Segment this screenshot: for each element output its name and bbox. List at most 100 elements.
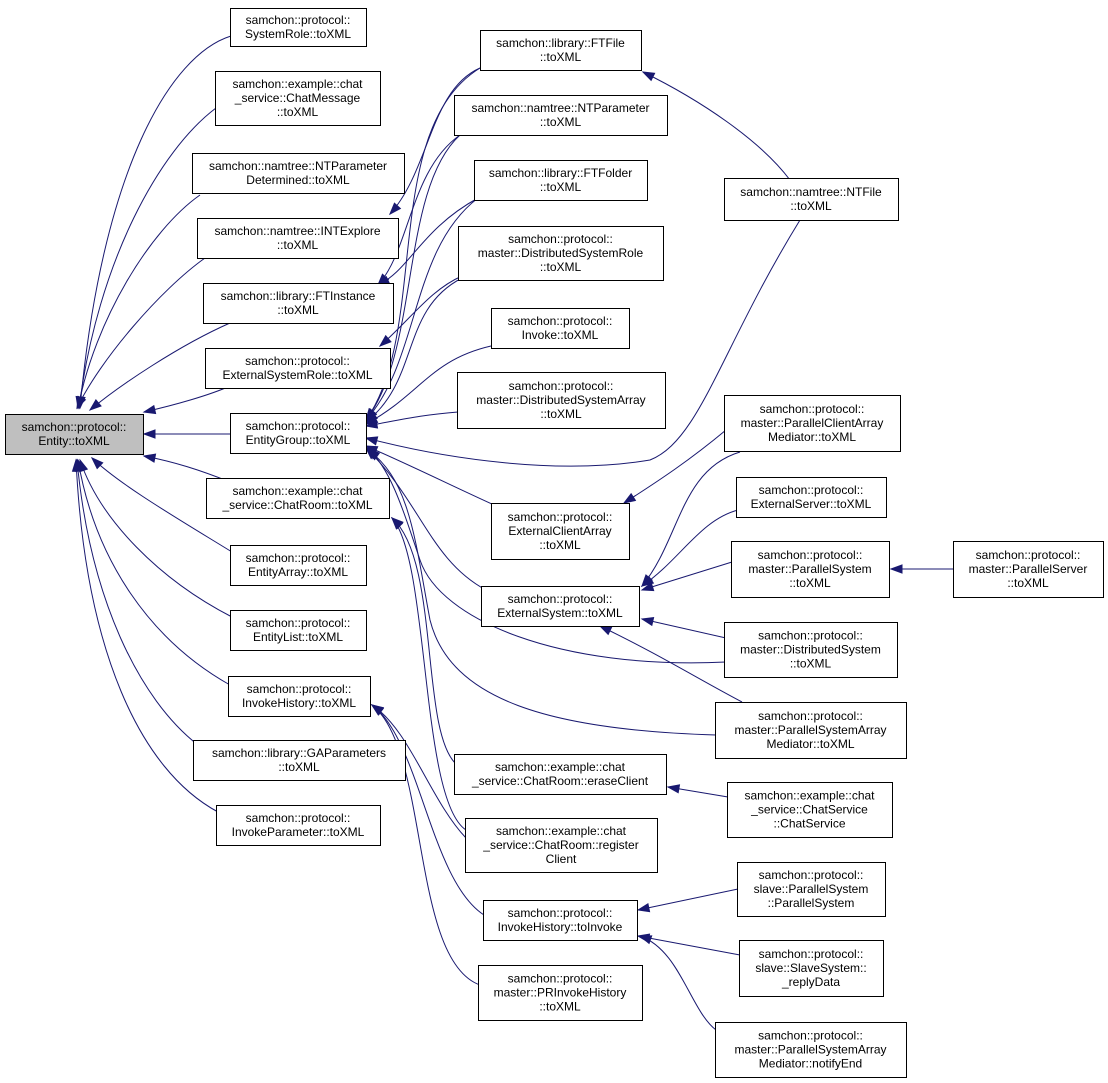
edge-parsystem-to-extsystem [640, 561, 733, 592]
edge-line [143, 385, 231, 413]
node-extclientarray[interactable]: samchon::protocol::ExternalClientArray::… [491, 503, 630, 560]
node-box [724, 178, 899, 221]
node-label-line: ::toXML [277, 105, 319, 119]
node-label-line: _service::ChatRoom::toXML [221, 498, 372, 512]
edge-arrowhead [142, 429, 156, 439]
node-entitygroup[interactable]: samchon::protocol::EntityGroup::toXML [230, 413, 367, 454]
node-parserver[interactable]: samchon::protocol::master::ParallelServe… [953, 541, 1104, 598]
node-extsysrole[interactable]: samchon::protocol::ExternalSystemRole::t… [205, 348, 391, 389]
node-label-line: samchon::namtree::NTParameter [209, 159, 387, 173]
node-chatmessage[interactable]: samchon::example::chat_service::ChatMess… [215, 71, 381, 126]
node-gaparams[interactable]: samchon::library::GAParameters::toXML [193, 740, 406, 781]
node-ntparamdet[interactable]: samchon::namtree::NTParameterDetermined:… [192, 153, 405, 194]
node-parsysarraynotify[interactable]: samchon::protocol::master::ParallelSyste… [715, 1022, 907, 1078]
node-parclientarraymed[interactable]: samchon::protocol::master::ParallelClien… [724, 395, 901, 452]
node-distsysrole[interactable]: samchon::protocol::master::DistributedSy… [458, 226, 664, 281]
node-intexplore[interactable]: samchon::namtree::INTExplore::toXML [197, 218, 399, 259]
edge-entityarray-to-entity [90, 456, 233, 553]
edge-parserver-to-parsystem [889, 564, 954, 574]
node-box [230, 8, 367, 47]
node-label-line: samchon::protocol:: [758, 548, 863, 562]
node-entity[interactable]: samchon::protocol::Entity::toXML [5, 414, 144, 455]
node-label-line: ::toXML [540, 50, 582, 64]
edge-invokeparam-to-entity [71, 458, 219, 813]
node-invoke[interactable]: samchon::protocol::Invoke::toXML [491, 308, 630, 349]
edge-ftfolder-to-ftinstance [376, 197, 479, 286]
node-distsysarray[interactable]: samchon::protocol::master::DistributedSy… [457, 372, 666, 429]
edge-line [79, 35, 232, 409]
node-chatroomerase[interactable]: samchon::example::chat_service::ChatRoom… [454, 754, 667, 795]
node-ntparameter[interactable]: samchon::namtree::NTParameter::toXML [454, 95, 668, 136]
node-label-line: master::ParallelSystem [748, 562, 871, 576]
node-label-line: samchon::example::chat [496, 824, 627, 838]
node-chatservice[interactable]: samchon::example::chat_service::ChatServ… [727, 782, 893, 838]
node-box [228, 676, 371, 717]
edge-arrowhead [638, 935, 653, 945]
node-invokeparam[interactable]: samchon::protocol::InvokeParameter::toXM… [216, 805, 381, 846]
node-ftfolder[interactable]: samchon::library::FTFolder::toXML [474, 160, 648, 201]
edge-arrowhead [378, 334, 392, 347]
edge-ftfile-to-intexplore [389, 67, 481, 216]
node-label-line: samchon::protocol:: [246, 811, 351, 825]
node-parsysarraymed[interactable]: samchon::protocol::master::ParallelSyste… [715, 702, 907, 759]
node-label-line: InvokeHistory::toXML [242, 696, 356, 710]
edge-arrowhead [364, 436, 379, 446]
node-label-line: samchon::protocol:: [246, 419, 351, 433]
node-label-line: SystemRole::toXML [245, 27, 351, 41]
edge-line [371, 704, 467, 839]
node-parsystem[interactable]: samchon::protocol::master::ParallelSyste… [731, 541, 890, 598]
edge-entitygroup-to-entity [142, 429, 230, 439]
edge-arrowhead [364, 419, 379, 429]
node-box [715, 702, 907, 759]
node-distsystem[interactable]: samchon::protocol::master::DistributedSy… [724, 622, 898, 678]
node-box [737, 862, 886, 917]
node-invokehistory[interactable]: samchon::protocol::InvokeHistory::toXML [228, 676, 371, 717]
node-label-line: master::ParallelSystemArray [734, 723, 886, 737]
edge-line [379, 275, 463, 347]
node-label-line: ::toXML [789, 576, 831, 590]
node-label-line: ExternalClientArray [508, 524, 611, 538]
node-box [724, 622, 898, 678]
edge-ftinstance-to-entity [88, 322, 231, 411]
node-label-line: samchon::example::chat [495, 760, 626, 774]
node-label-line: samchon::protocol:: [246, 13, 351, 27]
node-label-line: samchon::protocol:: [758, 1029, 863, 1043]
edge-extsysrole-to-entity [142, 385, 231, 415]
node-box [454, 754, 667, 795]
node-entitylist[interactable]: samchon::protocol::EntityList::toXML [230, 610, 367, 651]
node-systemrole[interactable]: samchon::protocol::SystemRole::toXML [230, 8, 367, 47]
node-chatroomregister[interactable]: samchon::example::chat_service::ChatRoom… [465, 818, 658, 873]
node-ftinstance[interactable]: samchon::library::FTInstance::toXML [203, 283, 394, 324]
node-box [458, 226, 664, 281]
node-box [192, 153, 405, 194]
node-label-line: samchon::library::FTFolder [489, 166, 632, 180]
node-label-line: samchon::protocol:: [760, 402, 865, 416]
node-label-line: samchon::protocol:: [508, 972, 613, 986]
node-label-line: samchon::protocol:: [508, 232, 613, 246]
node-label-line: master::DistributedSystemRole [478, 246, 644, 260]
node-chatroom[interactable]: samchon::example::chat_service::ChatRoom… [206, 478, 390, 519]
edge-invokehisttoinvoke-to-invokehistory [370, 704, 485, 916]
edge-arrowhead [71, 458, 82, 472]
node-box [203, 283, 394, 324]
node-box [474, 160, 648, 201]
node-ntfile[interactable]: samchon::namtree::NTFile::toXML [724, 178, 899, 221]
node-label-line: ExternalServer::toXML [751, 497, 872, 511]
edge-line [365, 447, 487, 591]
node-extserver[interactable]: samchon::protocol::ExternalServer::toXML [736, 477, 887, 518]
edge-line [642, 71, 791, 181]
node-prinvokehistory[interactable]: samchon::protocol::master::PRInvokeHisto… [478, 965, 643, 1021]
node-ftfile[interactable]: samchon::library::FTFile::toXML [480, 30, 642, 71]
edge-distsystem-to-extsystem [640, 616, 727, 639]
node-invokehisttoinvoke[interactable]: samchon::protocol::InvokeHistory::toInvo… [483, 900, 638, 941]
node-slaveparsystem[interactable]: samchon::protocol::slave::ParallelSystem… [737, 862, 886, 917]
node-extsystem[interactable]: samchon::protocol::ExternalSystem::toXML [481, 586, 640, 627]
node-label-line: Mediator::toXML [768, 430, 856, 444]
node-label-line: master::DistributedSystem [740, 643, 881, 657]
node-slavesystem[interactable]: samchon::protocol::slave::SlaveSystem::_… [739, 940, 884, 997]
node-label-line: EntityList::toXML [253, 630, 343, 644]
edges-layer [71, 35, 954, 1031]
edge-chatservice-to-chatroomerase [666, 784, 729, 798]
node-entityarray[interactable]: samchon::protocol::EntityArray::toXML [230, 545, 367, 586]
node-label-line: samchon::protocol:: [976, 548, 1081, 562]
